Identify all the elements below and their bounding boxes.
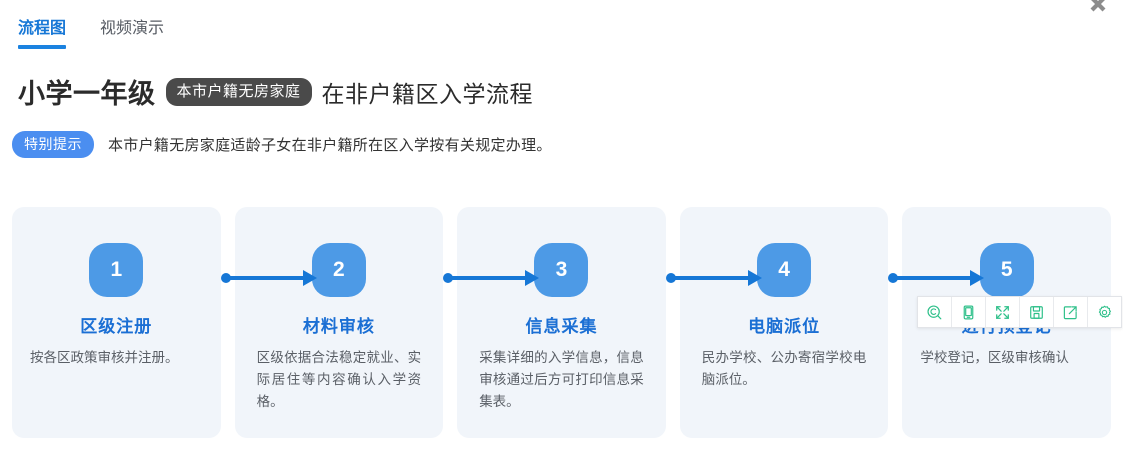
step-title: 电脑派位: [748, 317, 821, 336]
expand-fullscreen-icon: [996, 305, 1009, 319]
connector-dot: [665, 273, 676, 283]
special-notice-badge: 特别提示: [12, 131, 94, 158]
close-icon: [1090, 0, 1106, 12]
close-dialog-button[interactable]: [1085, 0, 1111, 17]
step-number-badge: 4: [757, 243, 812, 297]
expand-fullscreen-button[interactable]: [986, 297, 1020, 327]
step-description: 民办学校、公办寄宿学校电脑派位。: [701, 350, 867, 387]
step-title: 区级注册: [80, 317, 153, 336]
qq-image-search-icon: [927, 304, 942, 319]
page-title: 小学一年级 本市户籍无房家庭 在非户籍区入学流程: [18, 72, 533, 111]
qq-image-search-button[interactable]: [918, 297, 952, 327]
flow-step-3: 3 信息采集 采集详细的入学信息，信息审核通过后方可打印信息采集表。: [457, 207, 762, 438]
connector-dot: [888, 273, 899, 283]
step-description: 学校登记，区级审核确认: [920, 350, 1069, 365]
image-hover-toolbar: [917, 296, 1122, 328]
step-number-badge: 5: [979, 243, 1034, 297]
tab-video-demo[interactable]: 视频演示: [100, 18, 164, 49]
step-description: 区级依据合法稳定就业、实际居住等内容确认入学资格。: [256, 350, 422, 409]
save-image-icon: [1030, 305, 1043, 319]
tab-flowchart-label: 流程图: [18, 20, 67, 37]
step-description: 按各区政策审核并注册。: [30, 350, 179, 365]
step-title: 材料审核: [302, 317, 375, 336]
settings-gear-icon: [1098, 305, 1112, 318]
mobile-preview-button[interactable]: [952, 297, 986, 327]
step-title: 信息采集: [525, 317, 598, 336]
step-description: 采集详细的入学信息，信息审核通过后方可打印信息采集表。: [479, 350, 644, 409]
page-title-main: 小学一年级: [18, 79, 156, 109]
connector-dot: [443, 273, 454, 283]
mobile-preview-icon: [963, 305, 974, 319]
tab-video-demo-label: 视频演示: [100, 20, 165, 37]
special-notice-text: 本市户籍无房家庭适龄子女在非户籍所在区入学按有关规定办理。: [108, 137, 552, 154]
flow-chart: 1 区级注册 按各区政策审核并注册。 2 材料审核 区级依据合法稳定就业、实际居…: [12, 207, 1111, 438]
special-notice: 特别提示 本市户籍无房家庭适龄子女在非户籍所在区入学按有关规定办理。: [12, 131, 552, 158]
flow-step-4: 4 电脑派位 民办学校、公办寄宿学校电脑派位。: [679, 207, 985, 438]
flow-step-2: 2 材料审核 区级依据合法稳定就业、实际居住等内容确认入学资格。: [234, 207, 540, 438]
save-image-button[interactable]: [1020, 297, 1054, 327]
settings-gear-button[interactable]: [1088, 297, 1121, 327]
share-image-icon: [1063, 305, 1077, 319]
flow-step-1: 1 区级注册 按各区政策审核并注册。: [12, 207, 317, 438]
page-title-tail: 在非户籍区入学流程: [321, 80, 534, 107]
step-number-badge: 1: [89, 243, 144, 297]
step-number-badge: 2: [311, 243, 366, 297]
connector-dot: [220, 273, 231, 283]
share-image-button[interactable]: [1054, 297, 1088, 327]
tab-flowchart[interactable]: 流程图: [18, 18, 67, 49]
step-number-badge: 3: [534, 243, 589, 297]
page-title-badge: 本市户籍无房家庭: [165, 77, 312, 106]
tab-bar: 流程图 视频演示: [18, 18, 164, 49]
